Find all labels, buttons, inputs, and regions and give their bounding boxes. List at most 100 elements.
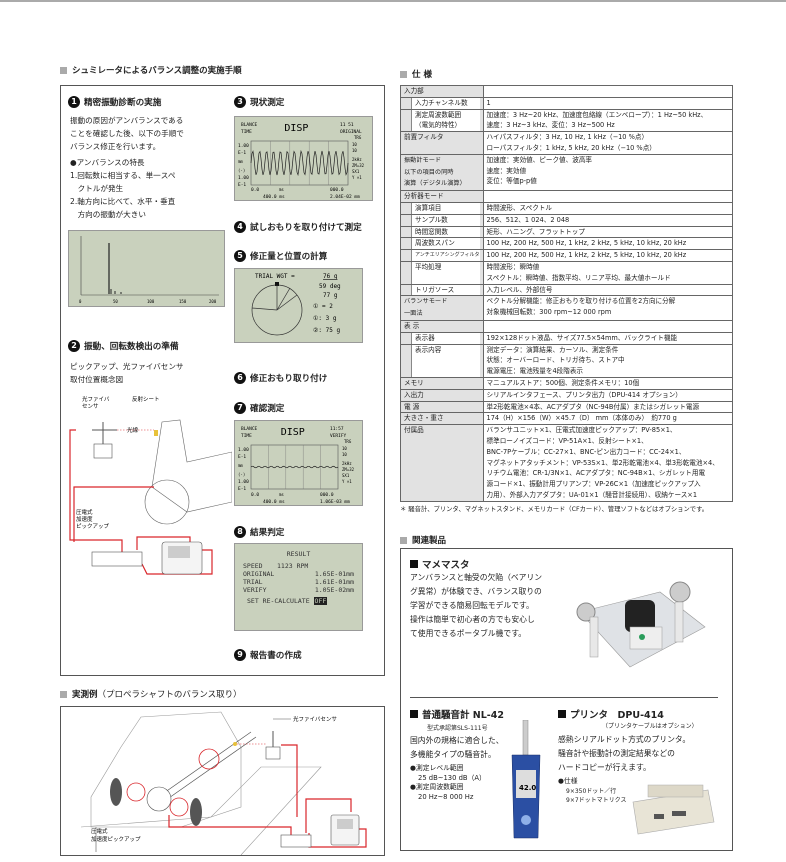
spec-label: トリガソース [400, 283, 484, 297]
spec-value-line: 源コード×1、振動計用プリアンプ：VP-26C×1（加速度ピックアップ入 [486, 480, 701, 489]
lcd-cur: 000.0 [320, 492, 334, 498]
lcd-neg: (-) [238, 472, 245, 477]
spec-label-text: 演算項目 [411, 202, 480, 214]
lift [80, 766, 322, 856]
spec-value: 174（H）×156（W）×45.7（D） mm（本体のみ） 約770 g [482, 412, 734, 426]
label-fiber: センサ [82, 403, 99, 410]
spec-label: 電 源 [400, 400, 484, 414]
spec-section-title: 仕 様 [400, 68, 432, 80]
lcd-r1: 10 [342, 446, 347, 451]
spec-label: 時間窓関数 [400, 225, 484, 239]
spec-label: バランサモード 一面法 [400, 295, 484, 321]
divider [410, 697, 718, 698]
step-number: 3 [234, 96, 246, 108]
spec-label: アンチエリアシングフィルタ [400, 249, 484, 262]
label-pickup: 加速度 [76, 515, 93, 523]
lcd-y1e: E-1 [238, 150, 246, 156]
top-rule [0, 0, 786, 2]
spec-label-text: 分析器モード [404, 192, 444, 201]
spec-label: 平均処理 [400, 260, 484, 285]
spec-value-line: 速度：3 Hz~3 kHz、変位：3 Hz~500 Hz [486, 121, 615, 130]
procedure-box [60, 85, 385, 676]
lcd-mode: BLANCE [241, 426, 258, 432]
spec-value-line: BNC-7Pケーブル：CC-27×1、BNC-ピン出力コード：CC-24×1、 [486, 447, 686, 456]
split-count: ① = 2 [313, 303, 333, 310]
lcd-y2e: E-1 [238, 182, 246, 188]
car-outline [90, 711, 242, 828]
nl42-approval: 型式承認第SLS-111号 [427, 725, 488, 732]
text-line: 多機能タイプの騒音計。 [410, 750, 496, 759]
product-name: 普通騒音計 NL-42 [422, 710, 504, 721]
feature-line: クトルが発生 [70, 184, 124, 193]
spec-title: ●仕様 [558, 777, 578, 785]
spec-label-text: アンチエリアシングフィルタ [411, 250, 480, 261]
spec-row: 表示内容測定データ：演算結果、カーソル、測定条件状態：オーバーロード、トリガ待ち… [400, 343, 734, 378]
spec-value [482, 190, 734, 203]
spec-value-line: バランサユニット×1、圧電式加速度ピックアップ：PV-85×1、 [486, 426, 677, 435]
feature-line: 1.回転数に相当する、単一スペ [70, 171, 176, 180]
spec-value: マニュアルストア：500個、測定条件メモリ：10個 [482, 376, 734, 390]
fiber-sensor-label: 光ファイバセンサ [293, 715, 337, 723]
lcd-r4: ZM=32 [352, 163, 365, 168]
machine-illustration [151, 419, 232, 513]
spec-label: 表 示 [400, 319, 484, 333]
lcd-unit: mm [238, 463, 243, 468]
lcd-time: 11 51 [340, 122, 354, 128]
spec-value-line: 標準ローノイズコード：VP-51A×1、反射シート×1、 [486, 436, 648, 445]
spec-row: 入力部 [400, 85, 734, 98]
weight-value: 77 g [323, 292, 338, 299]
related-title-text: 関連製品 [412, 536, 447, 546]
spec-value-line: 矩形、ハニング、フラットトップ [486, 227, 585, 236]
spec-label-text: 入出力 [404, 390, 424, 399]
step-number: 2 [68, 340, 80, 352]
lcd-y1: 1.00 [238, 447, 249, 453]
spec-label-text: サンプル数 [411, 214, 480, 226]
spec-label-text: 付属品 [404, 426, 424, 435]
spec-value-line: ハイパスフィルタ：3 Hz, 10 Hz, 1 kHz（−10 %点） [486, 133, 649, 142]
spec-title: ●測定レベル範囲 [410, 764, 464, 772]
step2-description: ピックアップ、光ファイバセンサ 取付位置概念図 [70, 360, 184, 386]
tick: 0 [79, 299, 82, 304]
lcd-r1: 10 [352, 142, 357, 147]
lcd-title: DISP [284, 123, 308, 134]
spec-value: 1 [482, 96, 734, 110]
lcd-state: ORIGINAL [340, 129, 362, 135]
nl42-photo: 42.0 [511, 720, 541, 839]
spec-value-line: 対象機械回転数：300 rpm~12 000 rpm [486, 308, 612, 317]
feature-line: 方向の振動が大きい [70, 210, 146, 219]
spec-value-line: マグネットアタッチメント：VP-53S×1、単2形乾電池×4、単3形乾電池×4、 [486, 458, 719, 467]
tick: 100 [147, 299, 155, 304]
spec-label-text: 時間窓関数 [411, 226, 480, 238]
step-number: 8 [234, 526, 246, 538]
lcd-r4: ZM=32 [342, 467, 355, 472]
spec-value-line: 電源電圧：電池残量を4段階表示 [486, 367, 584, 376]
text-line: ピックアップ、光ファイバセンサ [70, 362, 184, 371]
lcd-y1e: E-1 [238, 454, 246, 460]
spec-value: 256、512、1 024、2 048 [482, 213, 734, 227]
original-value: 1.65E-01mm [314, 570, 354, 578]
spec-label-text: 入力チャンネル数 [411, 97, 480, 109]
lcd-r2: 10 [352, 148, 357, 153]
lcd-x1: 400.0 ms [263, 194, 285, 200]
spec-value-line: 時間波形：瞬時値 [486, 262, 540, 271]
spec-label: 入力部 [400, 85, 484, 98]
lcd-r5: SX1 [352, 169, 360, 174]
step-title: 修正量と位置の計算 [250, 252, 328, 262]
angle-value: 59 deg [319, 283, 341, 290]
step-number: 4 [234, 221, 246, 233]
procedure-section-title: シュミレータによるバランス調整の実施手順 [60, 64, 242, 76]
lcd-r3: 2kHz [342, 461, 352, 466]
lcd-r6: Y ×1 [342, 479, 352, 484]
spec-value: 25 dB~130 dB（A） [418, 773, 486, 782]
result-title: RESULT [286, 550, 311, 558]
spec-label-text: 平均処理 [411, 261, 480, 284]
spec-label-text: 周波数スパン [411, 238, 480, 250]
spec-value-line: 100 Hz, 200 Hz, 500 Hz, 1 kHz, 2 kHz, 5 … [486, 239, 687, 248]
